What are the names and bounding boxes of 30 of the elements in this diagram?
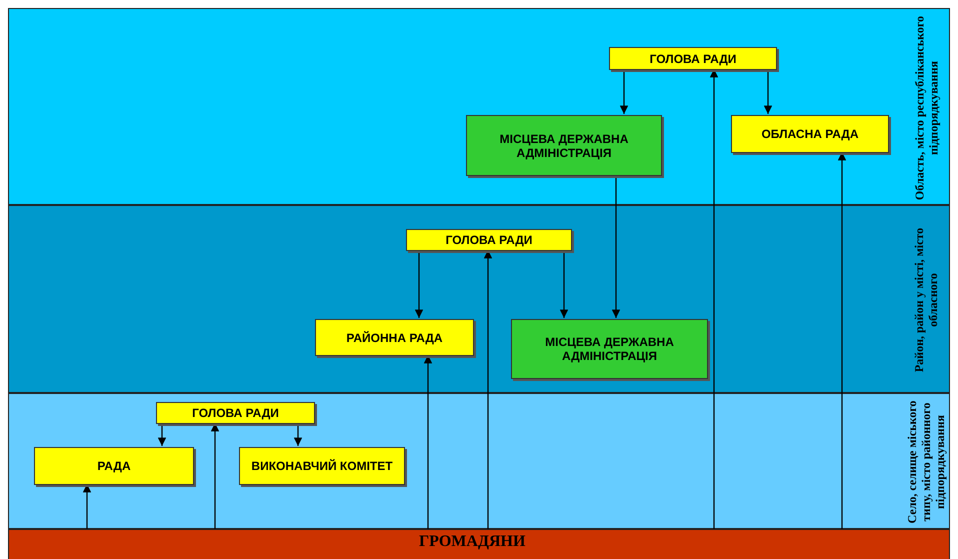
arrow [710,69,718,529]
level-band [8,393,950,529]
level-band [8,8,950,205]
level-label: Село, селище міського типу, місто районного підпорядкування [904,400,948,526]
org-box: ГОЛОВА РАДИ [156,402,315,424]
band-title: ГРОМАДЯНИ [419,533,526,551]
org-box: ОБЛАСНА РАДА [731,115,889,153]
level-label: Область, місто республіканського підпорядкування [911,14,941,202]
arrow [612,175,620,318]
org-box: ВИКОНАВЧИЙ КОМІТЕТ [239,447,405,485]
arrow [424,355,432,529]
arrow [414,250,424,318]
arrow [294,423,302,446]
arrow [210,423,220,529]
arrow [484,250,492,529]
org-box: ГОЛОВА РАДИ [406,229,572,251]
org-box: РАДА [34,447,194,485]
arrow [764,69,772,114]
arrow [158,423,166,446]
level-label: Район, район у місті, місто обласного [911,226,941,374]
level-band [8,205,950,393]
arrow [838,152,846,529]
arrow [82,484,92,529]
level-band [8,529,950,559]
arrow [560,250,568,318]
org-box: МІСЦЕВА ДЕРЖАВНА АДМІНІСТРАЦІЯ [511,319,708,379]
org-box: РАЙОННА РАДА [315,319,474,356]
org-box: МІСЦЕВА ДЕРЖАВНА АДМІНІСТРАЦІЯ [466,115,662,176]
arrow [620,69,628,114]
org-box: ГОЛОВА РАДИ [609,47,777,70]
